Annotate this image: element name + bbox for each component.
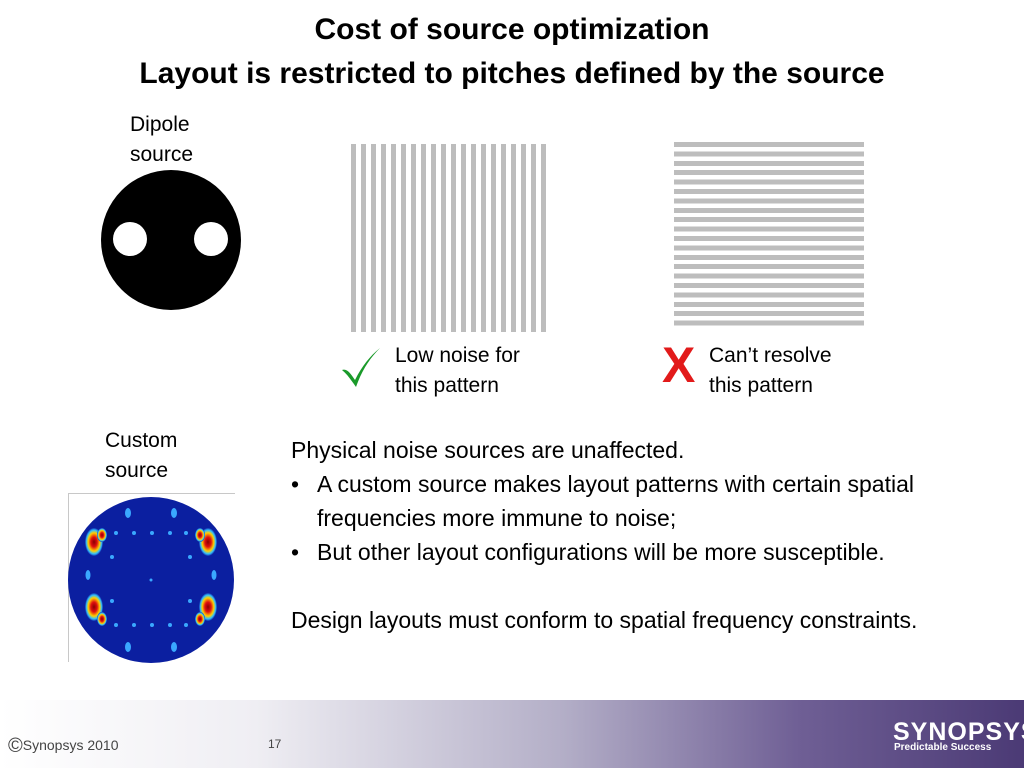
page-number: 17	[268, 737, 281, 751]
dipole-source-image	[101, 170, 241, 310]
copyright-icon: ©	[8, 735, 23, 757]
low-noise-caption-line1: Low noise for	[395, 341, 520, 371]
bullet-text: A custom source makes layout patterns wi…	[317, 467, 991, 535]
copyright-text: Synopsys 2010	[23, 737, 119, 753]
bullet-marker: •	[291, 535, 317, 569]
conclusion-text: Design layouts must conform to spatial f…	[291, 603, 991, 637]
bullet-text: But other layout configurations will be …	[317, 535, 885, 569]
copyright-notice: ©Synopsys 2010	[8, 735, 118, 758]
cant-resolve-caption: Can’t resolve this pattern	[709, 341, 832, 401]
bullet-marker: •	[291, 467, 317, 535]
dipole-left-pole	[113, 222, 147, 256]
custom-label: Custom source	[105, 426, 177, 486]
horizontal-line-pattern	[674, 142, 864, 330]
dipole-label: Dipole source	[130, 110, 193, 170]
brand-logo: SYNOPSYS®	[893, 711, 1024, 746]
dipole-right-pole	[194, 222, 228, 256]
intro-text: Physical noise sources are unaffected.	[291, 433, 991, 467]
bullet-item: • But other layout configurations will b…	[291, 535, 991, 569]
slide-subtitle: Layout is restricted to pitches defined …	[0, 56, 1024, 92]
custom-label-line1: Custom	[105, 426, 177, 456]
footer-bar	[0, 700, 1024, 768]
cant-resolve-caption-line2: this pattern	[709, 371, 832, 401]
checkmark-icon	[338, 344, 384, 390]
x-mark-icon: X	[662, 337, 695, 393]
dipole-label-line2: source	[130, 140, 193, 170]
low-noise-caption: Low noise for this pattern	[395, 341, 520, 401]
vertical-line-pattern	[351, 144, 549, 332]
custom-label-line2: source	[105, 456, 177, 486]
bullet-item: • A custom source makes layout patterns …	[291, 467, 991, 535]
body-text: Physical noise sources are unaffected. •…	[291, 433, 991, 637]
brand-tagline: Predictable Success	[894, 742, 991, 753]
low-noise-caption-line2: this pattern	[395, 371, 520, 401]
cant-resolve-caption-line1: Can’t resolve	[709, 341, 832, 371]
custom-source-image	[68, 497, 234, 663]
slide-title: Cost of source optimization	[0, 12, 1024, 48]
dipole-label-line1: Dipole	[130, 110, 193, 140]
